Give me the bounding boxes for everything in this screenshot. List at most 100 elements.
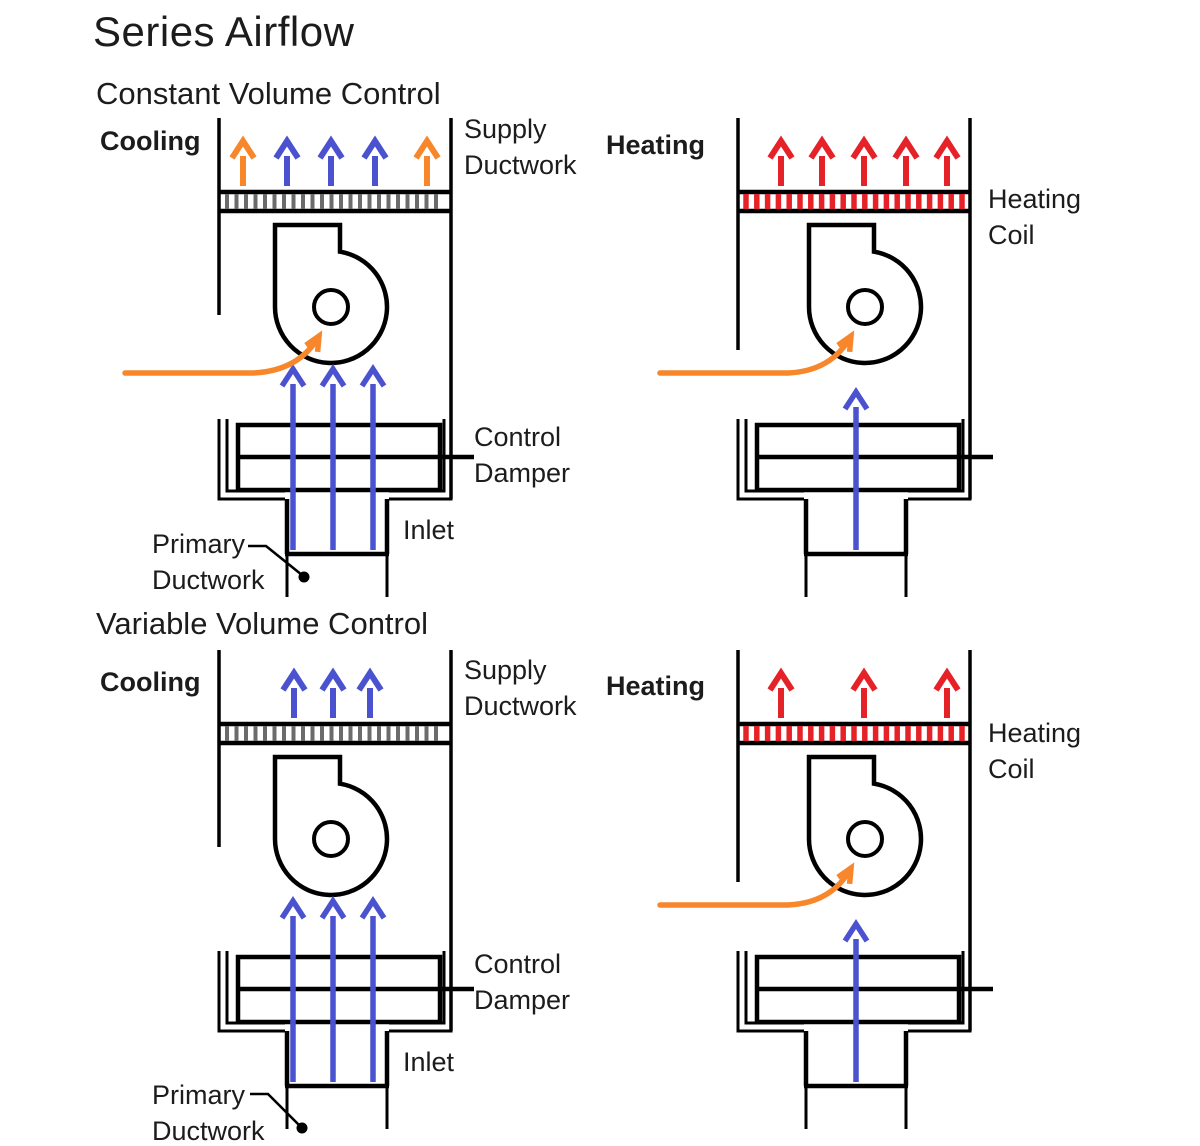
arrowhead (892, 135, 920, 160)
supply-airflow-arrow-red (767, 667, 795, 718)
primary-duct-stubs (804, 556, 908, 597)
arrowhead (279, 895, 307, 920)
mode-label-constant-volume-cooling: Cooling (100, 126, 201, 156)
diagram-constant-volume-cooling (122, 118, 474, 597)
arrowhead (229, 135, 257, 160)
supply-airflow-arrow-blue (280, 667, 308, 718)
primary-ductwork-leader (250, 1092, 308, 1134)
fan-icon (806, 754, 924, 898)
arrowhead (319, 895, 347, 920)
damper-casing-left-outer (736, 951, 804, 1033)
diagram-constant-volume-heating (657, 118, 993, 597)
arrowhead (836, 862, 855, 885)
section-heading-variable-volume: Variable Volume Control (96, 606, 428, 641)
heating-coil (738, 721, 970, 746)
primary-airflow-arrow (319, 895, 347, 1082)
control-damper (736, 951, 993, 1033)
arrowhead (356, 667, 384, 692)
supply-airflow-arrow-orange (413, 135, 441, 186)
arrowhead (842, 918, 870, 943)
inlet-duct (284, 1031, 390, 1089)
primary-ductwork-label: Primary Ductwork (152, 1080, 265, 1146)
arrowhead (361, 135, 389, 160)
control-damper (217, 951, 474, 1033)
fan-icon (272, 222, 390, 366)
supply-airflow-arrow-red (850, 667, 878, 718)
heating-coil (738, 189, 970, 214)
supply-airflow-arrow-blue (319, 667, 347, 718)
arrowhead (767, 667, 795, 692)
page-title: Series Airflow (93, 8, 355, 55)
inlet-duct (803, 499, 909, 557)
inlet-duct (284, 499, 390, 557)
fan-hub (312, 288, 350, 326)
arrowhead (836, 330, 855, 353)
heating-coil-label: Heating Coil (988, 184, 1082, 250)
fan-icon (806, 222, 924, 366)
inlet-label: Inlet (403, 1047, 455, 1077)
fan-icon (272, 754, 390, 898)
supply-airflow-arrow-red (933, 667, 961, 718)
diagram-variable-volume-heating (657, 650, 993, 1129)
inactive-coil (219, 189, 451, 214)
primary-airflow-arrow (359, 363, 387, 550)
fan-hub (312, 820, 350, 858)
arrowhead (319, 363, 347, 388)
control-damper-label: Control Damper (474, 422, 571, 488)
primary-airflow-arrow (279, 895, 307, 1082)
primary-airflow-arrow (279, 363, 307, 550)
induced-air-arrow (657, 862, 855, 908)
fan-hub (846, 288, 884, 326)
primary-airflow-arrow (842, 386, 870, 550)
damper-casing-left-outer (217, 951, 285, 1033)
arrowhead (359, 895, 387, 920)
inlet-label: Inlet (403, 515, 455, 545)
supply-ductwork-label: Supply Ductwork (464, 114, 577, 180)
supply-ductwork-label: Supply Ductwork (464, 655, 577, 721)
supply-airflow-arrow-blue (273, 135, 301, 186)
primary-airflow-arrow (359, 895, 387, 1082)
induced-air-arrow (122, 330, 323, 376)
supply-airflow-arrow-red (892, 135, 920, 186)
inlet-duct (803, 1031, 909, 1089)
supply-airflow-arrow-red (767, 135, 795, 186)
inactive-coil (219, 721, 451, 746)
primary-ductwork-leader (248, 544, 310, 583)
arrowhead (317, 135, 345, 160)
damper-casing-right-outer (908, 951, 972, 1033)
damper-casing-left-outer (217, 419, 285, 501)
section-heading-constant-volume: Constant Volume Control (96, 76, 441, 111)
supply-airflow-arrow-orange (229, 135, 257, 186)
damper-casing-right-outer (389, 419, 453, 501)
damper-casing-right-outer (389, 951, 453, 1033)
heating-coil-label: Heating Coil (988, 718, 1082, 784)
mode-label-variable-volume-cooling: Cooling (100, 667, 201, 697)
fan-hub (846, 820, 884, 858)
primary-duct-stubs (804, 1088, 908, 1129)
control-damper (736, 419, 993, 501)
arrowhead (850, 135, 878, 160)
leader-dot (298, 571, 310, 583)
supply-airflow-arrow-red (933, 135, 961, 186)
primary-airflow-arrow (319, 363, 347, 550)
arrowhead (933, 135, 961, 160)
arrowhead (359, 363, 387, 388)
control-damper (217, 419, 474, 501)
arrowhead (319, 667, 347, 692)
supply-airflow-arrow-blue (361, 135, 389, 186)
induced-air-arrow (657, 330, 855, 376)
supply-airflow-arrow-blue (356, 667, 384, 718)
arrowhead (808, 135, 836, 160)
supply-airflow-arrow-red (808, 135, 836, 186)
diagram-variable-volume-cooling (217, 650, 474, 1134)
control-damper-label: Control Damper (474, 949, 571, 1015)
arrowhead (304, 330, 323, 353)
supply-airflow-arrow-red (850, 135, 878, 186)
mode-label-constant-volume-heating: Heating (606, 130, 706, 160)
arrowhead (842, 386, 870, 411)
primary-ductwork-label: Primary Ductwork (152, 529, 265, 595)
arrowhead (850, 667, 878, 692)
damper-casing-right-outer (908, 419, 972, 501)
